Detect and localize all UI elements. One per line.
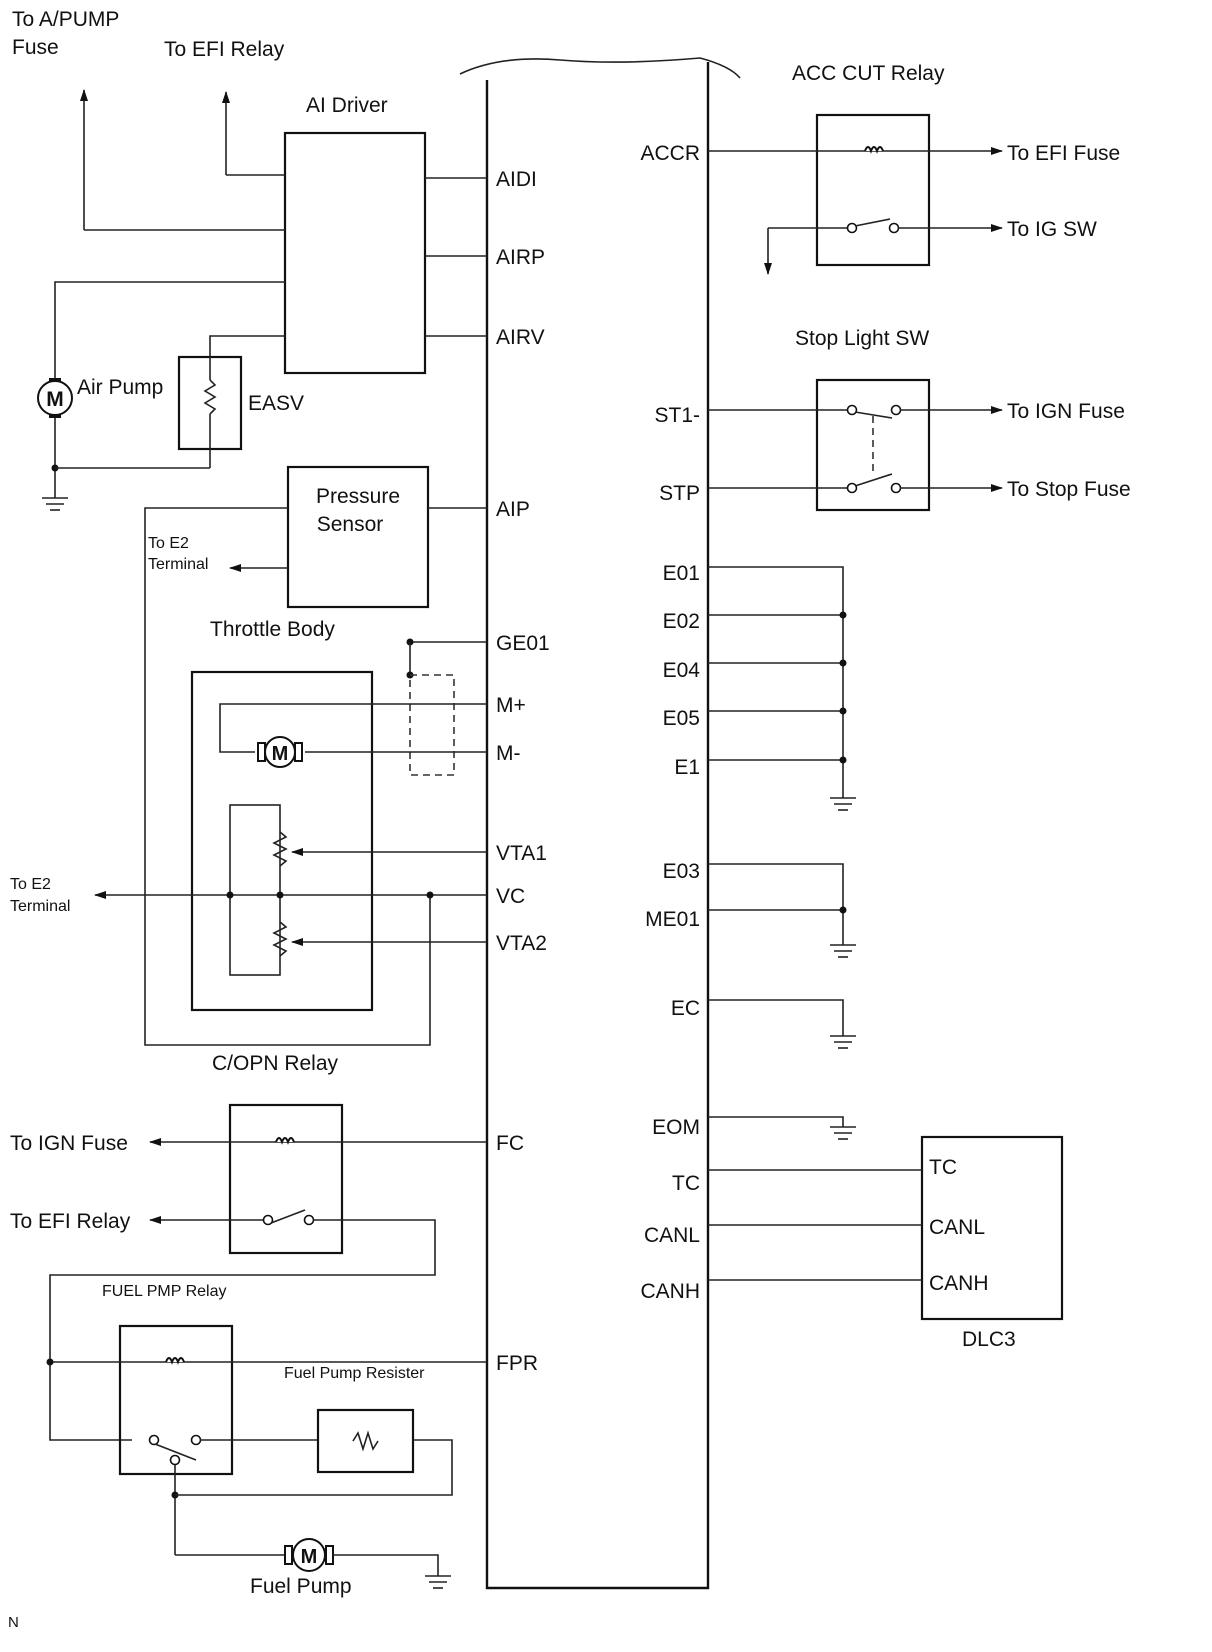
dlc3-label: DLC3 <box>962 1328 1016 1351</box>
sensor-frame <box>229 804 281 976</box>
fuel-pmp-switch-icon <box>154 1443 197 1461</box>
dlc3-pin-tc: TC <box>929 1156 957 1179</box>
fuel-pump-resister-label: Fuel Pump Resister <box>284 1365 425 1382</box>
svg-text:M: M <box>46 388 64 411</box>
pin-e01: E01 <box>663 562 700 585</box>
stop-light-sw-label: Stop Light SW <box>795 327 929 350</box>
dlc3-pin-canl: CANL <box>929 1216 985 1239</box>
fuel-pmp-relay-box <box>118 1324 234 1476</box>
to-efi-relay-top-label: To EFI Relay <box>164 38 285 61</box>
pressure-sensor-label-1: Pressure <box>316 485 400 508</box>
pin-airp: AIRP <box>496 246 545 269</box>
acc-cut-relay-box <box>815 113 931 267</box>
pin-eom: EOM <box>652 1116 700 1139</box>
copn-relay-label: C/OPN Relay <box>212 1052 339 1075</box>
pin-e05: E05 <box>663 707 700 730</box>
ground-icon <box>830 944 856 958</box>
pin-ge01: GE01 <box>496 632 550 655</box>
to-apump-fuse-label-1: To A/PUMP <box>12 8 119 31</box>
to-e2-label-2: To E2 <box>10 876 51 893</box>
throttle-motor-icon: M <box>257 736 303 768</box>
pin-e04: E04 <box>663 659 701 682</box>
to-ign-fuse-left-label: To IGN Fuse <box>10 1132 128 1155</box>
fuel-pmp-coil-icon <box>165 1357 185 1365</box>
st1-switch-icon <box>854 411 893 419</box>
to-efi-fuse-label: To EFI Fuse <box>1007 142 1120 165</box>
ground-icon <box>830 1126 856 1140</box>
to-e2-label-1b: Terminal <box>148 556 208 573</box>
pin-fpr: FPR <box>496 1352 538 1375</box>
pressure-sensor-label-2: Sensor <box>317 513 384 536</box>
fuel-pmp-relay-label: FUEL PMP Relay <box>102 1283 226 1300</box>
vta2-resistor-icon <box>272 921 288 957</box>
shield-dashed-box <box>409 674 455 776</box>
pin-ec: EC <box>671 997 700 1020</box>
pin-canl: CANL <box>644 1224 700 1247</box>
ground-icon <box>830 797 856 811</box>
copn-coil-icon <box>275 1137 295 1145</box>
to-ig-sw-label: To IG SW <box>1007 218 1097 241</box>
fuel-pump-label: Fuel Pump <box>250 1575 352 1598</box>
pin-vta2: VTA2 <box>496 932 547 955</box>
resistor-icon <box>352 1430 379 1452</box>
air-pump-icon: M <box>37 378 73 418</box>
fuel-pump-icon: M <box>284 1538 334 1572</box>
svg-text:M: M <box>272 743 289 765</box>
pin-fc: FC <box>496 1132 524 1155</box>
ecu-box <box>459 57 741 1590</box>
dlc3-box <box>920 1135 1064 1321</box>
stp-switch-icon <box>854 473 893 487</box>
stop-light-sw-box <box>815 378 931 512</box>
copn-switch-icon <box>270 1209 306 1224</box>
acc-cut-coil-icon <box>864 146 884 154</box>
to-e2-label-1: To E2 <box>148 535 189 552</box>
pin-aip: AIP <box>496 498 530 521</box>
to-apump-fuse-label-2: Fuse <box>12 36 59 59</box>
pin-airv: AIRV <box>496 326 545 349</box>
easv-coil-icon <box>203 379 217 415</box>
pin-e02: E02 <box>663 610 700 633</box>
acc-cut-relay-label: ACC CUT Relay <box>792 62 945 85</box>
ground-icon <box>830 1035 856 1049</box>
ai-driver-box <box>283 131 427 375</box>
pin-m-plus: M+ <box>496 694 526 717</box>
to-ign-fuse-right-label: To IGN Fuse <box>1007 400 1125 423</box>
pin-vc: VC <box>496 885 525 908</box>
ai-driver-label: AI Driver <box>306 94 388 117</box>
throttle-body-label: Throttle Body <box>210 618 335 641</box>
fuel-pump-resister-box <box>316 1408 415 1474</box>
pressure-sensor-box <box>286 465 430 609</box>
ecu-break-line <box>459 57 741 79</box>
to-efi-relay-left-label: To EFI Relay <box>10 1210 131 1233</box>
pin-canh: CANH <box>640 1280 700 1303</box>
pin-e1: E1 <box>674 756 700 779</box>
to-stop-fuse-label: To Stop Fuse <box>1007 478 1131 501</box>
to-e2-label-2b: Terminal <box>10 898 70 915</box>
pin-aidi: AIDI <box>496 168 537 191</box>
pin-e03: E03 <box>663 860 700 883</box>
pin-me01: ME01 <box>645 908 700 931</box>
wire-airpump-top <box>54 281 285 378</box>
easv-label: EASV <box>248 392 304 415</box>
ground-icon <box>425 1575 451 1589</box>
corner-mark: N <box>8 1614 19 1631</box>
pin-m-minus: M- <box>496 742 521 765</box>
pin-st1: ST1- <box>654 404 700 427</box>
ground-icon <box>42 497 68 511</box>
pin-accr: ACCR <box>640 142 700 165</box>
wire-vc-loop <box>144 507 431 1046</box>
svg-text:M: M <box>301 1546 318 1568</box>
dlc3-pin-canh: CANH <box>929 1272 989 1295</box>
throttle-body-box <box>190 670 374 1012</box>
pin-stp: STP <box>659 482 700 505</box>
pin-vta1: VTA1 <box>496 842 547 865</box>
copn-relay-box <box>228 1103 344 1255</box>
air-pump-label: Air Pump <box>77 376 163 399</box>
vta1-resistor-icon <box>272 831 288 867</box>
pin-tc: TC <box>672 1172 700 1195</box>
acc-cut-switch-icon <box>854 218 891 227</box>
